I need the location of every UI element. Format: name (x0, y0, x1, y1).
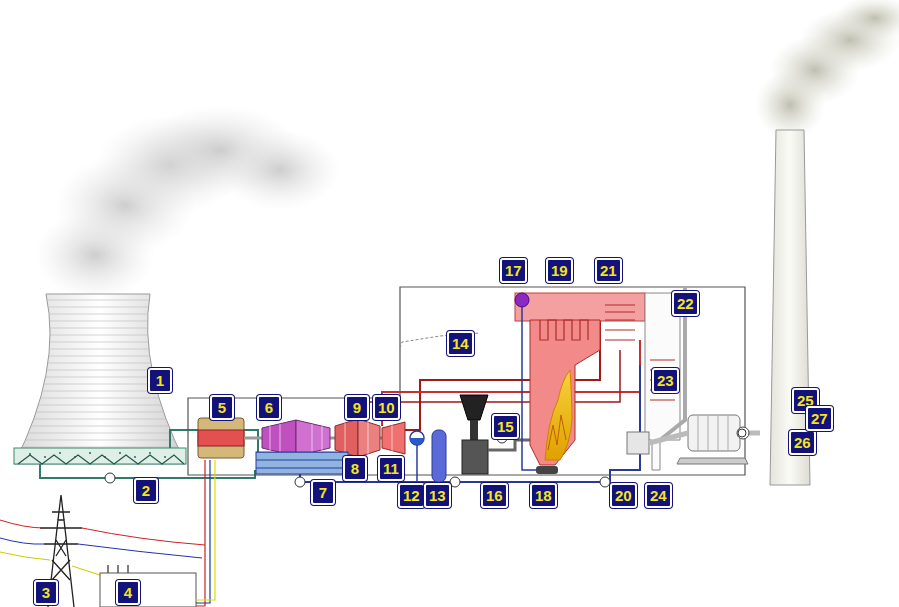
high-pressure-turbine (382, 422, 405, 454)
callout-number: 27 (806, 406, 833, 431)
building-outline (188, 287, 745, 475)
low-pressure-turbine (262, 420, 296, 456)
air-heater (627, 432, 649, 454)
callout-number: 24 (645, 483, 672, 508)
condenser (256, 452, 348, 474)
callout-number: 8 (343, 456, 367, 481)
callout-number: 21 (595, 258, 622, 283)
boiler-furnace (530, 320, 600, 465)
callout-number: 23 (652, 368, 679, 393)
callout-number: 4 (116, 580, 140, 605)
callout-number: 19 (546, 258, 573, 283)
generator (198, 418, 244, 458)
callout-number: 13 (424, 483, 451, 508)
callout-number: 15 (492, 414, 519, 439)
electrostatic-precipitator (688, 415, 740, 451)
steam-plume (35, 105, 340, 300)
callout-number: 7 (311, 480, 335, 505)
callout-number: 6 (257, 395, 281, 420)
steam-drum (515, 293, 529, 307)
cooling-tower (14, 294, 186, 464)
callout-number: 12 (398, 483, 425, 508)
flame (545, 370, 572, 460)
callout-number: 20 (610, 483, 637, 508)
coal-pulverizer (462, 440, 488, 474)
stack-plume (755, 0, 899, 140)
callout-number: 18 (530, 483, 557, 508)
feedwater-heater (432, 430, 446, 482)
callout-number: 26 (789, 430, 816, 455)
callout-number: 22 (672, 291, 699, 316)
callout-number: 5 (210, 395, 234, 420)
deaerator (410, 431, 424, 445)
transformer (100, 573, 196, 607)
boiler-top (515, 293, 645, 321)
callout-number: 1 (148, 368, 172, 393)
coal-hopper (460, 395, 488, 420)
callout-number: 11 (378, 456, 404, 481)
induced-draft-fan (737, 427, 749, 439)
callout-number: 2 (134, 478, 158, 503)
callout-number: 9 (345, 395, 369, 420)
ash-hopper (536, 466, 558, 474)
intermediate-pressure-turbine (335, 419, 358, 457)
callout-number: 17 (500, 258, 527, 283)
callout-number: 14 (447, 331, 474, 356)
callout-number: 10 (373, 395, 400, 420)
callout-number: 16 (481, 483, 508, 508)
callout-number: 3 (34, 580, 58, 605)
